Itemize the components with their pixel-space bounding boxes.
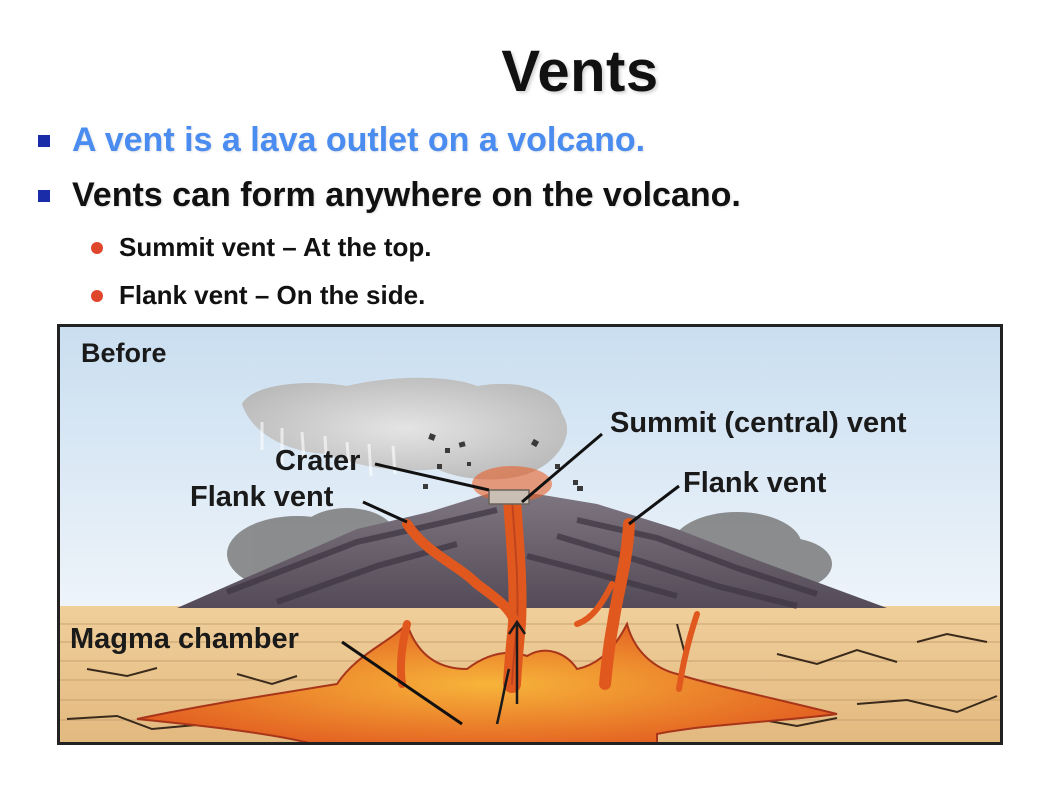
round-bullet-icon [91,289,103,302]
bullet-item-2: Vents can form anywhere on the volcano. [38,176,741,215]
ejected-rocks [423,433,583,491]
label-flank-vent-right: Flank vent [683,467,827,499]
slide-title: Vents [501,39,659,104]
label-before: Before [81,338,167,368]
label-flank-vent-left: Flank vent [190,481,334,513]
label-magma-chamber: Magma chamber [70,623,299,655]
diagram-frame [57,324,1003,745]
label-summit-vent: Summit (central) vent [610,407,907,439]
round-bullet-icon [91,241,103,254]
bullet-item-1: A vent is a lava outlet on a volcano. [38,121,645,160]
volcano-diagram: Before Summit (central) vent Crater Flan… [57,324,1003,745]
volcano-cone [177,494,887,608]
volcano-illustration: Before Summit (central) vent Crater Flan… [57,324,1003,745]
magma-chamber [136,621,838,745]
sub-bullet-item-2: Flank vent – On the side. [91,280,425,311]
sub-bullet-item-1: Summit vent – At the top. [91,232,432,263]
sub-bullet-text: Flank vent – On the side. [119,280,426,310]
square-bullet-icon [38,134,50,147]
eruption-cloud [242,377,568,480]
label-leader-lines [341,432,680,726]
label-crater: Crater [275,445,360,477]
bullet-text: Vents can form anywhere on the volcano. [72,176,741,214]
sub-bullet-text: Summit vent – At the top. [119,232,432,262]
flow-arrows [495,619,527,725]
bullet-text: A vent is a lava outlet on a volcano. [72,121,646,159]
square-bullet-icon [38,189,50,202]
magma-conduits [396,490,700,693]
